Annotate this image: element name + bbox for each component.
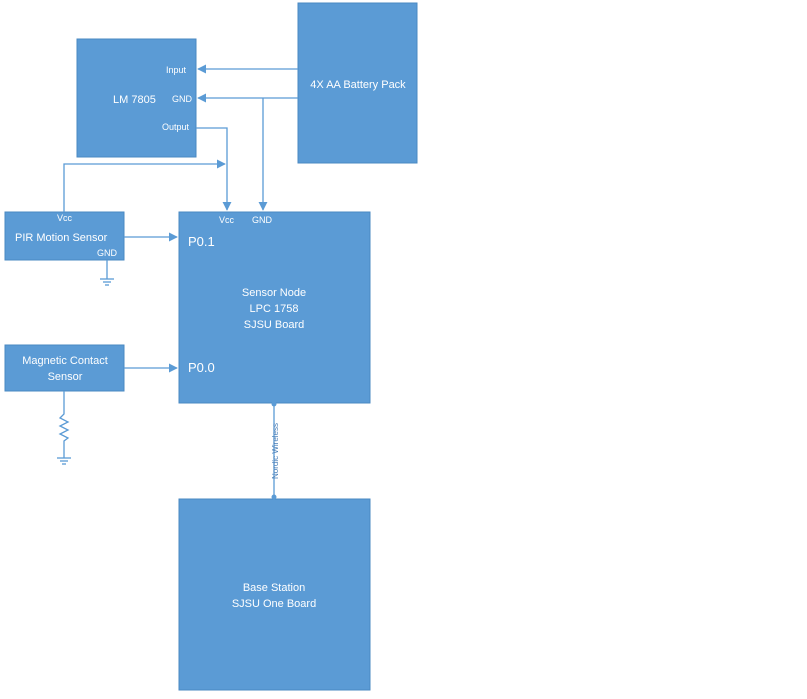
wire-pir-vcc [63,159,226,212]
magnetic-sensor-title-line2: Sensor [48,371,83,383]
battery-pack-title: 4X AA Battery Pack [310,79,406,91]
pir-gnd-label: GND [97,248,118,258]
sensor-node-p00-label: P0.0 [188,360,215,375]
lm7805-block [76,38,197,158]
sensor-node-vcc-label: Vcc [219,215,235,225]
sensor-node-block [178,211,371,404]
sensor-node-p01-label: P0.1 [188,234,215,249]
wireless-link-label: Nordic Wireless [271,423,280,479]
sensor-node-gnd-label: GND [252,215,273,225]
base-station-board: SJSU One Board [232,598,316,610]
pir-sensor-title: PIR Motion Sensor [15,232,108,244]
magnetic-sensor-title-line1: Magnetic Contact [22,355,108,367]
ground-symbol-icon [100,278,114,286]
battery-pack-block [297,2,418,164]
magnetic-sensor-block [4,344,125,392]
sensor-node-mcu: LPC 1758 [250,303,299,315]
link-endpoint-icon [271,494,277,500]
base-station-block [178,498,371,691]
lm7805-gnd-label: GND [172,94,193,104]
link-endpoint-icon [271,401,277,407]
ground-symbol-icon [57,457,71,465]
lm7805-output-label: Output [162,122,190,132]
sensor-node-title: Sensor Node [242,287,306,299]
pulldown-resistor-icon [58,391,70,458]
lm7805-input-label: Input [166,65,187,75]
lm7805-title: LM 7805 [113,94,156,106]
base-station-title: Base Station [243,582,305,594]
wire-output-to-vcc [196,127,232,211]
sensor-node-board: SJSU Board [244,319,305,331]
pir-vcc-label: Vcc [57,213,73,223]
